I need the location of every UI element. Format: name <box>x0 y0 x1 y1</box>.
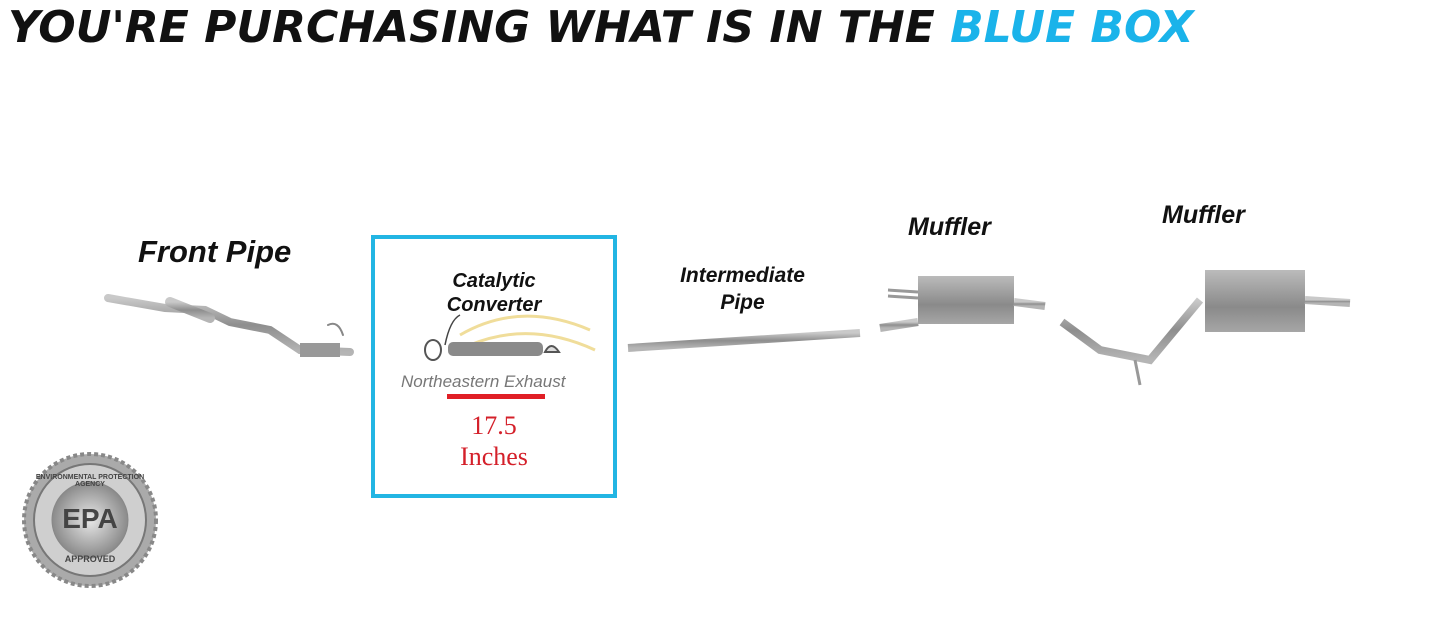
headline: YOU'RE PURCHASING WHAT IS IN THE BLUE BO… <box>8 2 1194 53</box>
watermark: Northeastern Exhaust <box>401 372 566 391</box>
intermediate-pipe-image <box>627 329 861 352</box>
intermediate-label-line2: Pipe <box>720 291 765 314</box>
intermediate-label-line1: Intermediate <box>680 264 805 287</box>
measurement-value: 17.5 <box>471 411 517 440</box>
measure-bar <box>447 394 545 399</box>
measurement-unit: Inches <box>460 442 528 471</box>
headline-highlight: BLUE BOX <box>950 2 1194 53</box>
front-pipe-label: Front Pipe <box>138 234 292 269</box>
seal-bottom-text: APPROVED <box>64 554 116 564</box>
muffler-2-label: Muffler <box>1162 201 1245 229</box>
blue-box: Catalytic Converter Northeastern Exhaust… <box>371 235 617 498</box>
epa-seal <box>22 452 158 588</box>
catalytic-label-line1: Catalytic <box>452 270 536 292</box>
catalytic-converter-image <box>424 314 596 361</box>
headline-text: YOU'RE PURCHASING WHAT IS IN THE <box>8 2 951 53</box>
front-pipe-image <box>104 294 354 357</box>
muffler-1-image <box>879 276 1046 332</box>
muffler-2-image <box>1059 270 1351 386</box>
catalytic-label-line2: Converter <box>446 294 542 316</box>
seal-center-text: EPA <box>62 503 118 534</box>
seal-top-text: ENVIRONMENTAL PROTECTION AGENCY <box>35 474 145 488</box>
muffler-1-label: Muffler <box>908 213 991 241</box>
